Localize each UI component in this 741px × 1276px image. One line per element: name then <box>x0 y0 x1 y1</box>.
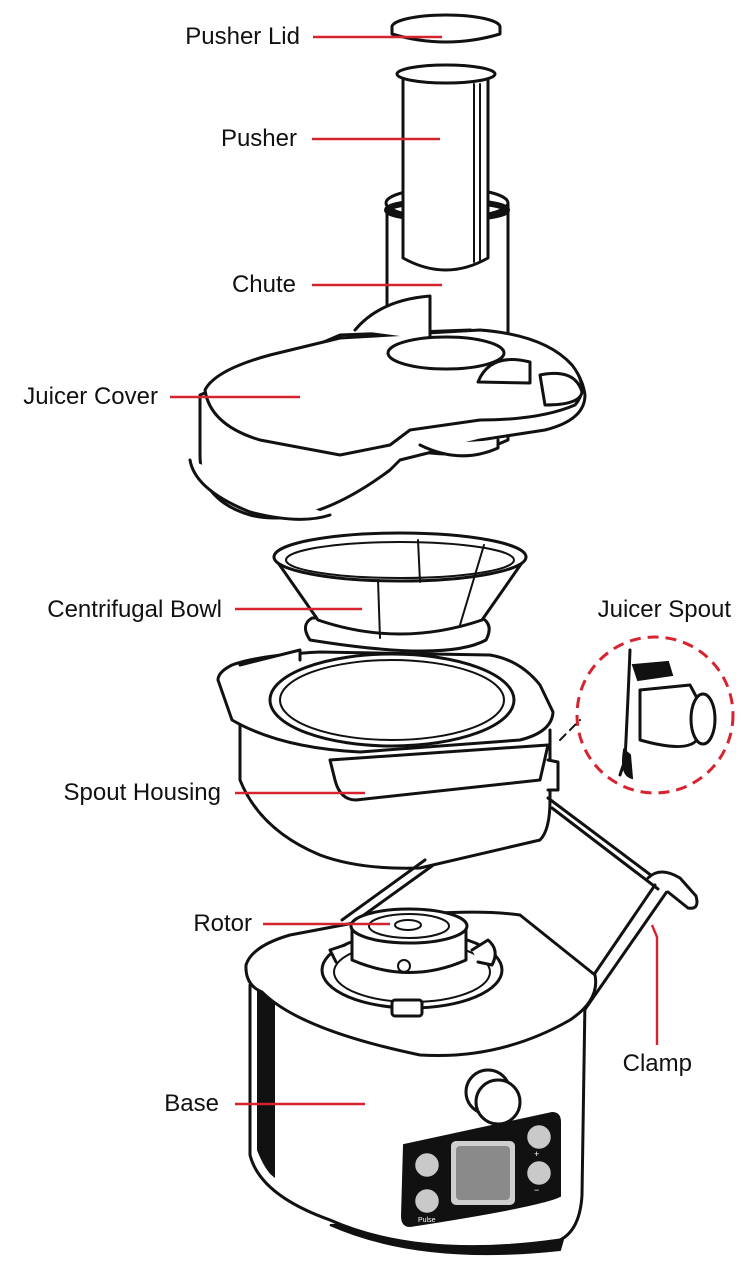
label-rotor: Rotor <box>193 910 252 937</box>
label-pusher: Pusher <box>221 125 297 152</box>
label-juicer-cover: Juicer Cover <box>23 383 158 410</box>
minus-symbol: − <box>534 1185 539 1195</box>
pusher-lid-part <box>390 13 502 44</box>
pulse-label: Pulse <box>418 1217 436 1224</box>
label-pusher-lid: Pusher Lid <box>185 23 300 50</box>
juicer-cover-part <box>188 294 587 521</box>
label-spout-housing: Spout Housing <box>64 779 221 806</box>
label-clamp: Clamp <box>623 1050 692 1077</box>
label-centrifugal-bowl: Centrifugal Bowl <box>47 596 222 623</box>
leader-lines <box>170 35 659 1106</box>
label-base: Base <box>164 1090 219 1117</box>
juicer-spout-detail <box>559 635 735 795</box>
labels: Pusher Lid Pusher Chute Juicer Cover Cen… <box>23 23 731 1117</box>
plus-symbol: + <box>534 1149 539 1159</box>
base-part: Pulse + − <box>244 907 598 1256</box>
pusher-part <box>395 63 497 272</box>
leader-clamp <box>650 924 659 1045</box>
label-juicer-spout: Juicer Spout <box>598 596 732 623</box>
label-chute: Chute <box>232 271 296 298</box>
spout-housing-part <box>216 648 560 870</box>
